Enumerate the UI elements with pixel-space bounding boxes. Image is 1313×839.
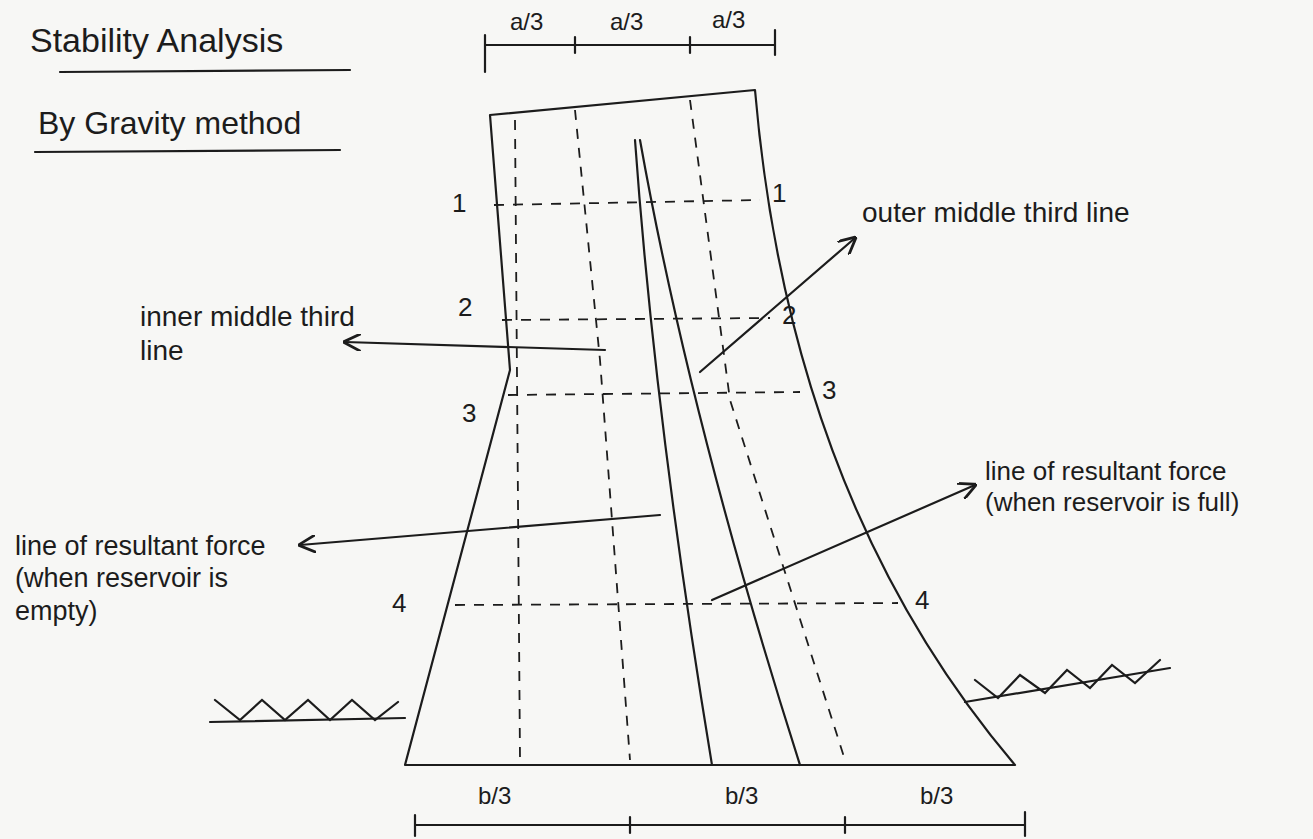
dimension-tick: [774, 30, 776, 55]
dimension-tick: [1024, 812, 1026, 836]
dimension-tick: [844, 817, 846, 833]
resultant-full-line: [640, 140, 800, 765]
callout-label: outer middle third line: [862, 196, 1132, 230]
dimension-tick: [574, 37, 576, 53]
leader-line: [345, 342, 605, 350]
dimension-line: [415, 824, 1025, 826]
dimension-tick: [689, 37, 691, 53]
title-underline: [60, 70, 350, 72]
leader-line: [712, 485, 975, 600]
dimension-label: b/3: [920, 782, 953, 811]
section-number: 4: [915, 585, 929, 616]
dimension-tick: [629, 817, 631, 833]
title-text: Stability Analysis: [30, 20, 283, 61]
section-line: [502, 318, 770, 320]
dimension-label: b/3: [725, 782, 758, 811]
dimension-label: a/3: [510, 8, 543, 37]
dimension-label: a/3: [610, 8, 643, 37]
section-number: 1: [772, 178, 786, 209]
dimension-label: b/3: [478, 782, 511, 811]
ground-hatch: [975, 660, 1160, 698]
section-line: [455, 603, 898, 605]
section-number: 2: [782, 300, 796, 331]
section-number: 2: [458, 292, 472, 323]
ground-hatch: [215, 700, 398, 720]
dimension-tick: [484, 35, 486, 72]
dimension-tick: [414, 815, 416, 836]
subtitle-underline: [35, 150, 340, 152]
dam-outline: [405, 90, 1015, 765]
dimension-label: a/3: [712, 6, 745, 35]
section-number: 1: [452, 188, 466, 219]
leader-line: [700, 238, 855, 372]
section-number: 4: [392, 588, 406, 619]
leader-line: [300, 515, 660, 545]
callout-label: inner middle third line: [140, 300, 370, 367]
resultant-empty-line: [635, 140, 712, 765]
callout-label: line of resultant force (when reservoir …: [985, 456, 1300, 518]
section-line: [508, 392, 800, 395]
section-number: 3: [462, 398, 476, 429]
dimension-line: [485, 44, 775, 46]
callout-label: line of resultant force (when reservoir …: [15, 530, 300, 627]
inner-middle-third-line: [575, 110, 630, 760]
section-line: [494, 200, 760, 205]
section-number: 3: [822, 375, 836, 406]
dashed-guide: [515, 120, 520, 760]
subtitle-text: By Gravity method: [38, 104, 301, 142]
